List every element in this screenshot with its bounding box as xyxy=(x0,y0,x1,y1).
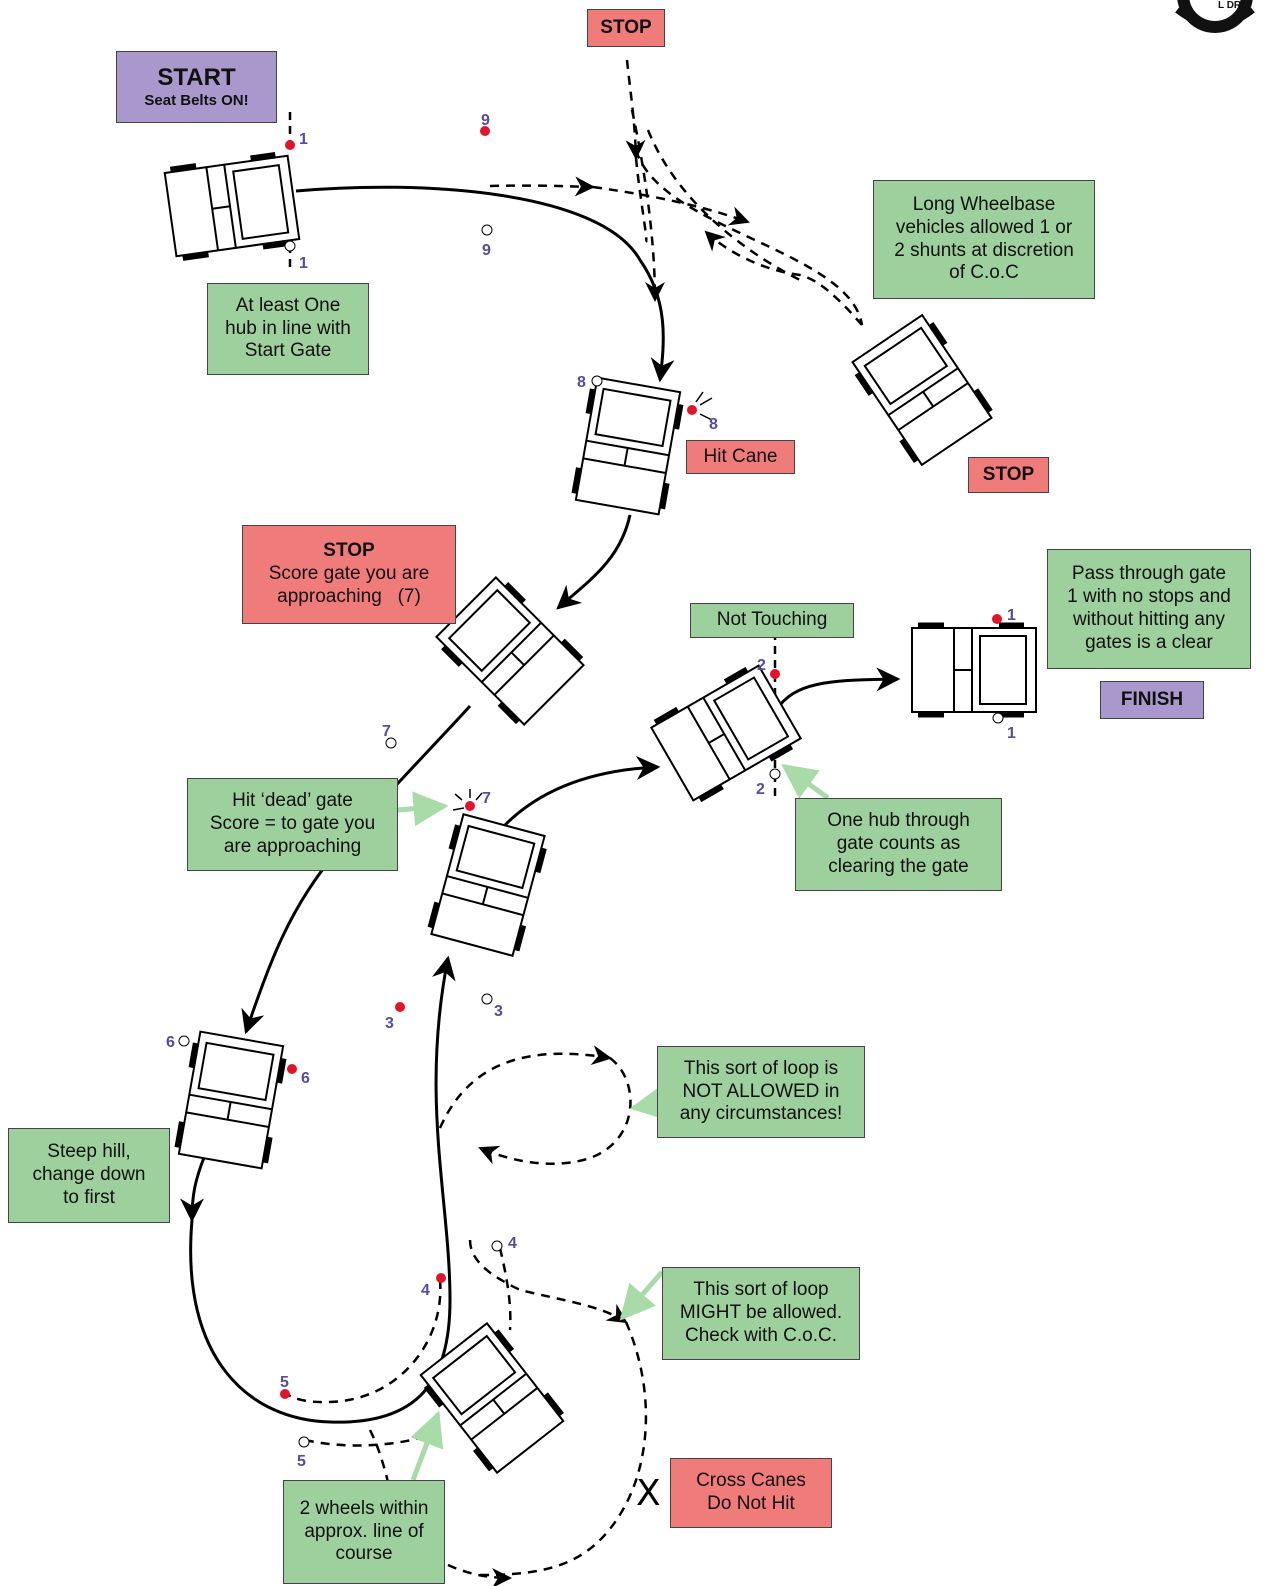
note-line: gates is a clear xyxy=(1085,631,1213,653)
gate-canes xyxy=(178,126,1004,1448)
not-touching-label: Not Touching xyxy=(690,603,854,638)
car-6 xyxy=(176,1031,286,1169)
dashed-paths xyxy=(284,59,864,1586)
gate-number-9-top: 9 xyxy=(481,112,490,129)
car-approach xyxy=(434,575,585,726)
gate-number-8-right: 8 xyxy=(709,416,718,433)
note-cross-canes: Cross Canes Do Not Hit xyxy=(670,1458,832,1528)
hit-spark-marks xyxy=(452,391,713,811)
note-line: course xyxy=(335,1543,393,1565)
note-line: This sort of loop is xyxy=(683,1057,839,1079)
gate-number-1-finish-top: 1 xyxy=(1007,607,1016,624)
note-line: Hit ‘dead’ gate xyxy=(232,790,353,812)
course-path-8-to-stop xyxy=(556,514,632,610)
course-path-start-to-8 xyxy=(295,185,675,383)
course-path-hill xyxy=(180,1154,207,1223)
note-line: hub in line with xyxy=(225,317,351,339)
note-line: This sort of loop xyxy=(693,1279,829,1301)
note-line: clearing the gate xyxy=(828,855,969,877)
finish-label: FINISH xyxy=(1100,681,1204,719)
car-8 xyxy=(573,377,683,515)
note-dead-gate: Hit ‘dead’ gate Score = to gate you are … xyxy=(187,778,398,871)
note-line: approx. line of xyxy=(304,1520,424,1542)
gate-number-5-bottom: 5 xyxy=(297,1453,306,1470)
note-line: NOT ALLOWED in xyxy=(682,1080,840,1102)
stop-score-title: STOP xyxy=(323,540,375,562)
note-line: One hub through xyxy=(827,810,970,832)
note-line: Steep hill, xyxy=(47,1141,131,1163)
note-loop-not-allowed: This sort of loop is NOT ALLOWED in any … xyxy=(657,1046,865,1138)
note-line: Score = to gate you xyxy=(209,813,376,835)
gate-number-4-left: 4 xyxy=(421,1282,430,1299)
note-line: gate counts as xyxy=(836,833,961,855)
note-line: Pass through gate xyxy=(1071,563,1227,585)
logo xyxy=(1175,0,1255,33)
green-pointer-arrows xyxy=(397,763,830,1481)
gate-number-2-top: 2 xyxy=(757,657,766,674)
gate-number-1-top: 1 xyxy=(299,131,308,148)
gate-number-5-top: 5 xyxy=(280,1374,289,1391)
gate-number-4-right: 4 xyxy=(508,1235,517,1252)
note-line: change down xyxy=(32,1164,146,1186)
gate-number-1-bottom: 1 xyxy=(299,255,308,272)
car-wheels xyxy=(418,1321,565,1474)
car-shunt xyxy=(850,313,994,466)
stop-top-label: STOP xyxy=(587,9,665,47)
note-line: 2 wheels within xyxy=(299,1497,429,1519)
gate-number-9-bottom: 9 xyxy=(482,242,491,259)
car-start xyxy=(164,153,299,259)
stop-score-label: STOP Score gate you are approaching (7) xyxy=(242,525,456,624)
note-pass-gate: Pass through gate 1 with no stops and wi… xyxy=(1047,549,1251,669)
gate-number-2-bottom: 2 xyxy=(756,781,765,798)
course-path-hairpin xyxy=(189,955,456,1424)
note-steep-hill: Steep hill, change down to first xyxy=(8,1128,170,1223)
note-line: without hitting any xyxy=(1072,609,1226,630)
gate-number-7-right: 7 xyxy=(482,790,491,807)
gate-number-3-left: 3 xyxy=(385,1015,394,1032)
note-line: Do Not Hit xyxy=(707,1493,795,1514)
course-path-2-to-finish xyxy=(778,667,901,706)
stop-right-label: STOP xyxy=(968,457,1049,493)
note-line: vehicles allowed 1 or xyxy=(895,216,1073,238)
note-line: At least One xyxy=(235,294,341,316)
note-line: MIGHT be allowed. xyxy=(679,1302,843,1324)
car-finish xyxy=(912,625,1036,715)
stop-score-line2: approaching (7) xyxy=(277,585,421,607)
hit-cane-label: Hit Cane xyxy=(686,440,795,474)
course-path-7-to-2 xyxy=(503,755,661,827)
note-one-hub: One hub through gate counts as clearing … xyxy=(795,798,1002,891)
note-line: any circumstances! xyxy=(679,1103,843,1125)
note-hub-start: At least One hub in line with Start Gate xyxy=(207,283,369,375)
note-two-wheels: 2 wheels within approx. line of course xyxy=(283,1480,445,1584)
note-line: Check with C.o.C. xyxy=(684,1324,838,1346)
note-line: 2 shunts at discretion xyxy=(894,239,1074,261)
start-title: START xyxy=(157,63,236,91)
note-long-wheelbase: Long Wheelbase vehicles allowed 1 or 2 s… xyxy=(873,180,1095,299)
car-7 xyxy=(428,813,547,956)
start-subtitle: Seat Belts ON! xyxy=(144,92,249,110)
logo-text: L DRI xyxy=(1218,0,1244,11)
note-line: are approaching xyxy=(223,835,362,857)
start-label: START Seat Belts ON! xyxy=(116,51,277,123)
gate-number-6-right: 6 xyxy=(301,1070,310,1087)
note-line: 1 with no stops and xyxy=(1067,586,1231,608)
note-line: Long Wheelbase xyxy=(912,193,1056,215)
gate-number-8-left: 8 xyxy=(577,374,586,391)
gate-number-6-left: 6 xyxy=(166,1034,175,1051)
cross-canes-mark: X xyxy=(636,1473,661,1514)
gate-number-3-right: 3 xyxy=(494,1003,503,1020)
gate-number-1-finish-bottom: 1 xyxy=(1007,725,1016,742)
note-line: to first xyxy=(63,1186,115,1208)
note-line: of C.o.C xyxy=(949,262,1019,284)
car-gate2 xyxy=(650,663,802,803)
note-line: Start Gate xyxy=(244,340,332,362)
stop-score-line1: Score gate you are xyxy=(268,563,430,585)
note-loop-might: This sort of loop MIGHT be allowed. Chec… xyxy=(662,1267,860,1360)
note-line: Cross Canes xyxy=(696,1470,806,1492)
gate-number-7-left: 7 xyxy=(382,723,391,740)
